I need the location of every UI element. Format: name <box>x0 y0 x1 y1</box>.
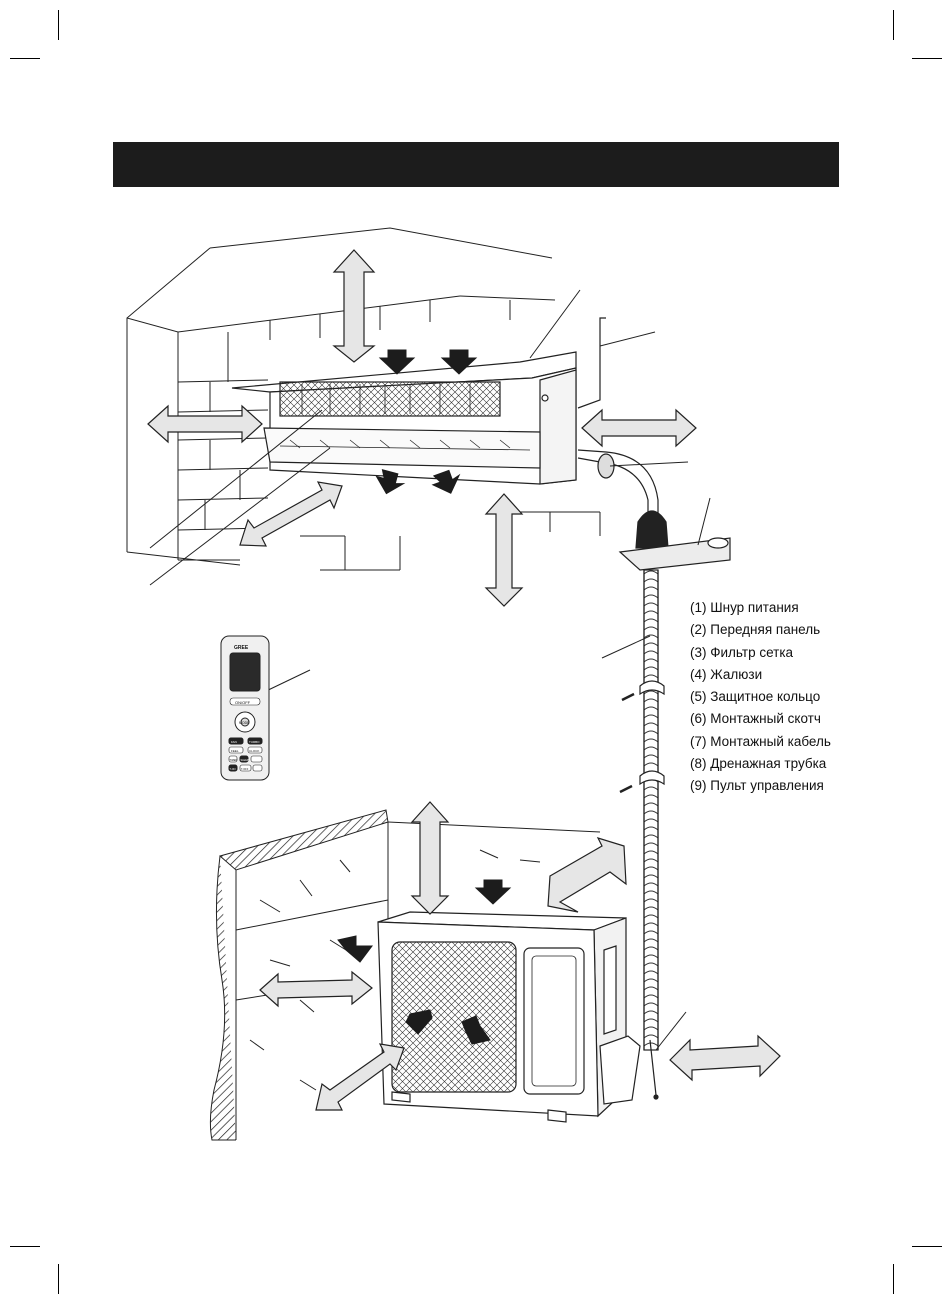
legend-item-power-cord: (1) Шнур питания <box>690 600 799 615</box>
crop-mark <box>893 1264 894 1294</box>
remote-button-sleep: SLEEP <box>241 759 249 762</box>
indoor-wall <box>126 227 601 571</box>
crop-mark <box>912 1246 942 1247</box>
clearance-arrows-outdoor <box>259 801 781 1111</box>
connection-pipe <box>577 449 731 1100</box>
outdoor-wall <box>209 809 601 1141</box>
legend-item-front-panel: (2) Передняя панель <box>690 622 821 638</box>
legend-item-louvres: (4) Жалюзи <box>690 666 763 682</box>
remote-button-feel: FEEL <box>231 749 239 753</box>
remote-control <box>220 635 270 781</box>
remote-button-fan: FAN <box>231 740 237 744</box>
remote-button-timer: TIMER <box>230 759 238 762</box>
airflow-arrows-outdoor <box>337 879 512 1045</box>
legend-item-filter-mesh: (3) Фильтр сетка <box>690 644 794 660</box>
remote-button-t-off: T-OFF <box>241 768 249 771</box>
legend-item-drain-hose: (8) Дренажная трубка <box>690 756 827 772</box>
clearance-arrows-indoor <box>147 249 697 607</box>
outdoor-unit <box>377 911 641 1123</box>
leader-lines <box>149 289 711 1051</box>
legend-item-mounting-tape: (6) Монтажный скотч <box>690 711 821 727</box>
indoor-unit <box>231 317 606 485</box>
legend-item-remote-control: (9) Пульт управления <box>690 778 824 794</box>
crop-mark <box>10 1246 40 1247</box>
crop-mark <box>893 10 894 40</box>
legend-item-protective-ring: (5) Защитное кольцо <box>690 689 821 705</box>
crop-mark <box>58 10 59 40</box>
airflow-arrows-indoor <box>375 349 478 495</box>
remote-button-clock: CLOCK <box>249 749 259 753</box>
section-header-bar <box>113 142 839 187</box>
crop-mark <box>58 1264 59 1294</box>
crop-mark <box>912 58 942 59</box>
remote-button-turbo: TURBO <box>249 740 260 744</box>
legend-item-mounting-cable: (7) Монтажный кабель <box>690 733 831 749</box>
remote-brand: GREE <box>234 645 249 651</box>
remote-button-t-on: T-ON <box>230 768 236 771</box>
crop-mark <box>10 58 40 59</box>
remote-onoff-label: ON/OFF <box>235 700 251 705</box>
parts-legend: (1) Шнур питания (2) Передняя панель (3)… <box>690 598 831 799</box>
remote-mode-label: MODE <box>239 721 250 725</box>
